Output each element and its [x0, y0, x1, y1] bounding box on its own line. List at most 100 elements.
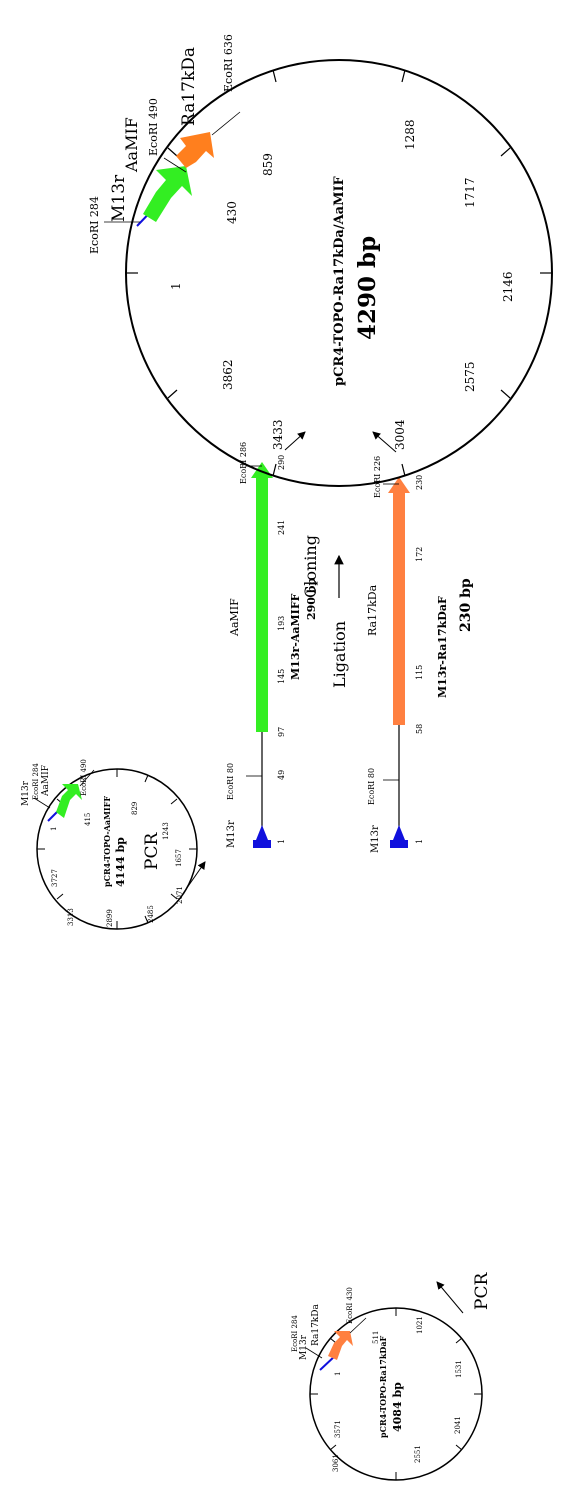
fragment-size: 230 bp: [458, 578, 474, 632]
pcr-step-2: PCR: [436, 1272, 492, 1314]
ecori-leader: [79, 769, 95, 787]
tick-label-3433: 3433: [271, 419, 285, 450]
tick-label-2485: 2485: [147, 905, 155, 923]
tick-label-1: 1: [169, 282, 183, 290]
tick-label: 58: [415, 724, 424, 734]
tick-label: 1: [277, 839, 286, 844]
tick-label-2146: 2146: [501, 271, 515, 302]
aamif-gene-arrow: [251, 462, 273, 732]
tick-label-2041: 2041: [454, 1416, 462, 1434]
ecori-leader: [211, 111, 241, 136]
ecori-284-label: EcoRI 284: [88, 196, 101, 254]
fragment-name: M13r-Ra17kDaF: [436, 596, 449, 698]
plasmid-size: 4144 bp: [114, 837, 127, 887]
pcr-label: PCR: [142, 832, 162, 870]
tick-label: 193: [277, 616, 286, 631]
cloning-label: Cloning: [301, 535, 320, 598]
tick-label-829: 829: [131, 802, 139, 815]
ra17kda-gene-arrow: [388, 477, 410, 725]
ecori-80-label: EcoRI 80: [367, 768, 376, 805]
ecori-284-label: EcoRI 284: [32, 763, 40, 800]
fragment-name: M13r-AaMIFF: [289, 593, 302, 680]
aamif-gene-arrow: [143, 166, 192, 222]
tick-label-1021: 1021: [416, 1316, 424, 1334]
tick-label-1657: 1657: [175, 849, 183, 867]
ligation-step: Ligation Cloning: [284, 431, 397, 688]
ecori-leader: [33, 797, 51, 809]
tick-label: 290: [277, 455, 286, 470]
linear-fragment-1: M13r EcoRI 80 AaMIF EcoRI 286 1 49 97 14…: [226, 442, 318, 848]
tick-label: 49: [277, 770, 286, 780]
m13r-label: M13r: [109, 174, 129, 222]
ra17kda-label: Ra17kDa: [179, 47, 199, 126]
tick-label: 97: [277, 727, 286, 737]
tick-label-3313: 3313: [67, 908, 75, 926]
tick-label: 172: [415, 547, 424, 562]
m13r-label: M13r: [226, 820, 237, 848]
tick-label-2551: 2551: [414, 1445, 422, 1463]
ligation-arrow: [284, 431, 306, 451]
tick-label-511: 511: [372, 1331, 380, 1344]
m13r-arrow: [390, 825, 408, 848]
tick-label-3061: 3061: [332, 1454, 340, 1472]
tick-label-1: 1: [334, 1372, 342, 1376]
tick-label-1717: 1717: [463, 177, 477, 208]
tick-label-859: 859: [261, 153, 275, 176]
ecori-430-label: EcoRI 430: [346, 1287, 354, 1324]
ecori-490-label: EcoRI 490: [147, 98, 160, 156]
ecori-636-label: EcoRI 636: [222, 34, 235, 92]
m13r-label: M13r: [370, 825, 381, 853]
ecori-490-label: EcoRI 490: [80, 759, 88, 796]
tick-label-3571: 3571: [334, 1420, 342, 1438]
tick-marks: [126, 69, 552, 477]
tick-label: 115: [415, 665, 424, 680]
tick-label-3862: 3862: [221, 359, 235, 390]
ecori-leader: [163, 157, 187, 173]
ra17kda-label: Ra17kDa: [366, 584, 379, 636]
m13r-label: M13r: [299, 1334, 309, 1360]
plasmid-name: pCR4-TOPO-AaMIFF: [102, 796, 112, 887]
tick-label: 145: [277, 669, 286, 684]
tick-label-1: 1: [50, 827, 58, 831]
tick-label-415: 415: [84, 813, 92, 826]
big-plasmid: EcoRI 284 M13r AaMIF EcoRI 490 Ra17kDa E…: [88, 34, 553, 487]
ecori-leader: [305, 1347, 323, 1359]
ligation-label: Ligation: [330, 621, 349, 688]
ecori-284-label: EcoRI 284: [291, 1315, 299, 1352]
pcr-arrow: [181, 861, 206, 896]
tick-label-1531: 1531: [455, 1360, 463, 1378]
ra17kda-label: Ra17kDa: [311, 1304, 321, 1346]
m13r-label: M13r: [21, 780, 31, 806]
m13r-arrow: [253, 825, 271, 848]
pcr-arrow: [436, 1281, 464, 1314]
aamif-label: AaMIF: [41, 765, 51, 797]
ecori-226-label: EcoRI 226: [373, 456, 382, 498]
aamif-label: AaMIF: [228, 598, 241, 637]
ligation-arrow: [372, 431, 397, 453]
tick-label: 241: [277, 520, 286, 535]
small-plasmid-2: M13r EcoRI 284 Ra17kDa EcoRI 430 1 511 1…: [291, 1287, 483, 1481]
tick-label-430: 430: [225, 201, 239, 224]
plasmid-name: pCR4-TOPO-Ra17kDa/AaMIF: [332, 175, 347, 386]
tick-label-1288: 1288: [403, 119, 417, 150]
aamif-label: AaMIF: [122, 117, 141, 173]
pcr-step-1: PCR: [142, 832, 206, 896]
plasmid-size: 4290 bp: [354, 236, 381, 340]
tick-label-1243: 1243: [162, 822, 170, 840]
aamif-gene-arrow: [56, 784, 82, 818]
tick-marks: [310, 1308, 482, 1480]
small-plasmid-1: M13r EcoRI 284 AaMIF EcoRI 490 1 415 829…: [21, 759, 198, 930]
tick-label-3004: 3004: [393, 419, 407, 450]
ra17kda-gene-arrow: [176, 132, 214, 168]
tick-label-2071: 2071: [176, 886, 184, 904]
ecori-80-label: EcoRI 80: [226, 763, 235, 800]
fragment-size: 290 bp: [305, 578, 318, 620]
ecori-leader: [349, 1317, 367, 1334]
ra17kda-gene-arrow: [328, 1331, 353, 1360]
tick-label-2899: 2899: [106, 909, 114, 927]
tick-label-2575: 2575: [463, 361, 477, 392]
pcr-label: PCR: [472, 1272, 492, 1310]
tick-label: 1: [415, 839, 424, 844]
